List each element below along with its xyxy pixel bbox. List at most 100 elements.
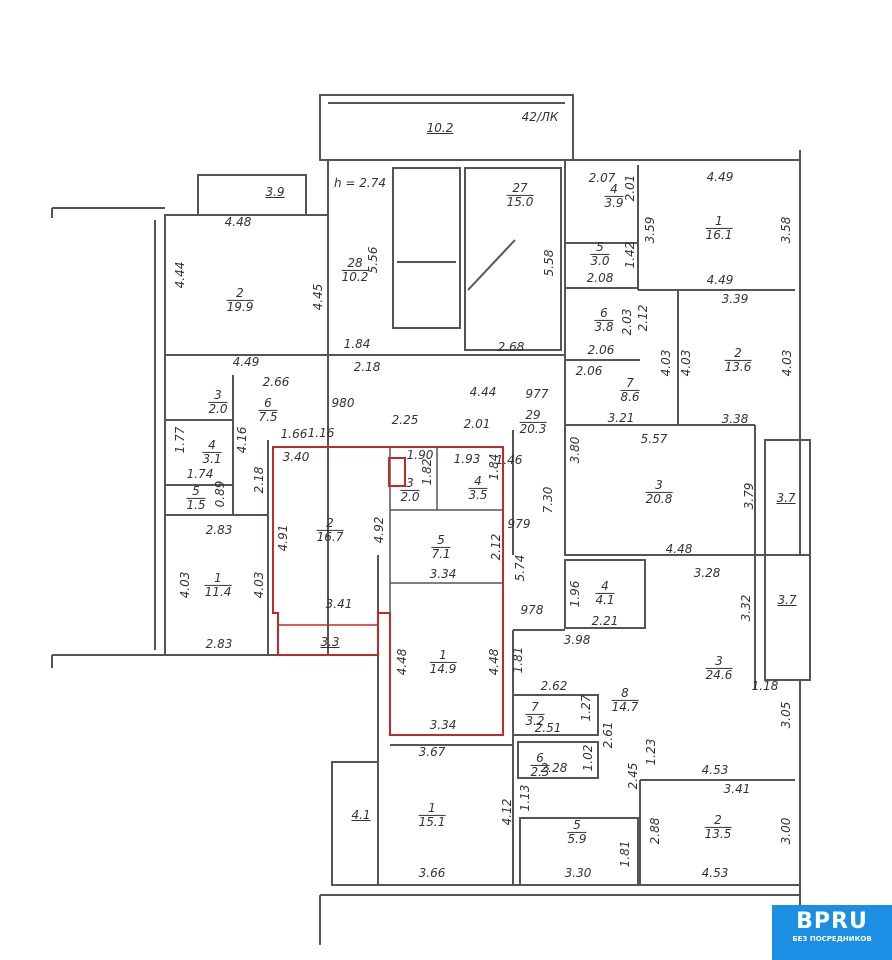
dimension-label: 2.06 [575, 364, 603, 378]
storage-6-outline [517, 741, 599, 779]
dimension-label: 3.98 [563, 633, 591, 647]
dimension-label: 4.48 [224, 215, 252, 229]
dimension-label: 1.13 [518, 784, 532, 812]
dimension-label: 4.91 [276, 524, 290, 552]
room-area: 13.6 [724, 359, 752, 374]
dimension-label: 2.07 [588, 171, 616, 185]
room-number: 2 [704, 814, 732, 828]
right-balcony-2 [764, 554, 811, 681]
room-number: 4 [468, 475, 488, 489]
dimension-label: 1.84 [487, 453, 501, 481]
room-area: 8.6 [620, 389, 640, 404]
dimension-label: 2.06 [587, 343, 615, 357]
dimension-label: 1.84 [343, 337, 371, 351]
dimension-label: 980 [331, 396, 355, 410]
dimension-label: 3.05 [779, 701, 793, 729]
room-area: 7.1 [431, 546, 451, 561]
dimension-label: 3.59 [643, 216, 657, 244]
selected-apartment-outline [272, 446, 504, 736]
dimension-label: 5.58 [542, 249, 556, 277]
dimension-label: 1.16 [307, 426, 335, 440]
room-area: 19.9 [226, 299, 254, 314]
dimension-label: 2.03 [620, 308, 634, 336]
room-area: 15.1 [418, 814, 446, 829]
dimension-label: 5.57 [640, 432, 668, 446]
room-number: 5 [590, 241, 610, 255]
dimension-label: 5.74 [513, 554, 527, 582]
room-area: 1.5 [186, 497, 206, 512]
dimension-label: 2.88 [648, 817, 662, 845]
room-area: 3.1 [202, 451, 222, 466]
dimension-label: 1.81 [618, 840, 632, 868]
dimension-label: 4.49 [706, 170, 734, 184]
dimension-label: 4.53 [701, 763, 729, 777]
room-number: 3 [645, 479, 673, 493]
bpru-logo[interactable]: BPRU БЕЗ ПОСРЕДНИКОВ [772, 905, 892, 960]
dimension-label: 2.45 [626, 762, 640, 790]
dimension-label: 4.03 [659, 349, 673, 377]
room-number: 3 [400, 477, 420, 491]
room-number: 6 [258, 397, 278, 411]
ceiling-height-label: h = 2.74 [333, 176, 387, 190]
room-area: 3.0 [590, 253, 610, 268]
room-area: 16.7 [316, 529, 344, 544]
dimension-label: 977 [525, 387, 549, 401]
dimension-label: 0.89 [213, 480, 227, 508]
dimension-label: 3.41 [325, 597, 353, 611]
dimension-label: 2.12 [489, 533, 503, 561]
dimension-label: 1.82 [420, 458, 434, 486]
dimension-label: 3.58 [779, 216, 793, 244]
dimension-label: 3.41 [723, 782, 751, 796]
dimension-label: 1.46 [495, 453, 523, 467]
dimension-label: 4.03 [679, 349, 693, 377]
section-label: 42/ЛК [521, 110, 559, 124]
dimension-label: 1.96 [568, 580, 582, 608]
balcony-area-label: 3.7 [777, 593, 797, 607]
bathroom-4-outline [564, 559, 646, 629]
dimension-label: 1.74 [186, 467, 214, 481]
balcony-area-label: 3.3 [320, 635, 340, 649]
room-area: 5.9 [567, 831, 587, 846]
room-area: 14.9 [429, 661, 457, 676]
dimension-label: 2.83 [205, 523, 233, 537]
stairwell [464, 167, 562, 351]
dimension-label: 3.32 [739, 594, 753, 622]
room-number: 4 [202, 439, 222, 453]
dimension-label: 979 [507, 517, 531, 531]
room-area: 2.0 [208, 401, 228, 416]
dimension-label: 4.92 [372, 516, 386, 544]
room-area: 3.5 [468, 487, 488, 502]
room-number: 1 [418, 802, 446, 816]
room-area: 4.1 [595, 592, 615, 607]
dimension-label: 4.16 [235, 426, 249, 454]
storage-7-outline [512, 694, 599, 736]
dimension-label: 1.42 [623, 241, 637, 269]
balcony-area-label: 10.2 [426, 121, 454, 135]
room-number: 5 [186, 485, 206, 499]
dimension-label: 3.40 [282, 450, 310, 464]
dimension-label: 1.81 [511, 646, 525, 674]
room-number: 1 [204, 572, 232, 586]
room-area: 2.0 [400, 489, 420, 504]
dimension-label: 2.28 [540, 761, 568, 775]
dimension-label: 3.38 [721, 412, 749, 426]
room-number: 29 [519, 409, 547, 423]
dimension-label: 3.00 [779, 817, 793, 845]
